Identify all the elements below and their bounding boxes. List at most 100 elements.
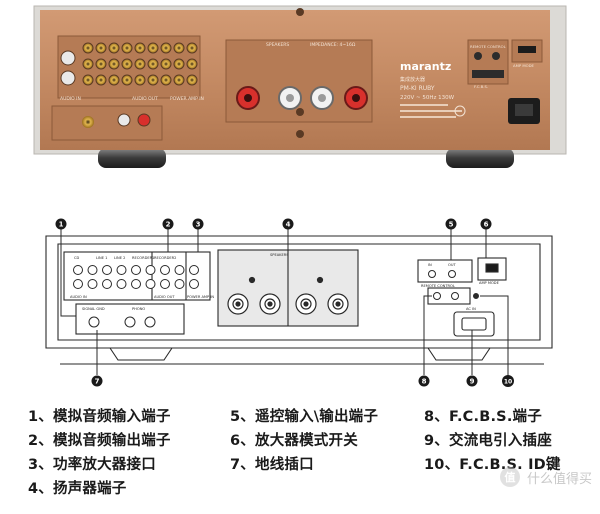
- power-amp-in-label: POWER AMP IN: [187, 295, 214, 299]
- fcbs-jack-a: [433, 292, 441, 300]
- callout-numbers: 1 2 3 4 5 6 7 8 9 10: [59, 221, 513, 386]
- rca-jack: [160, 279, 170, 289]
- diagram-panel-text: CD LINE 1 LINE 2 RECORDER1 RECORDER2 AUD…: [70, 253, 500, 311]
- callout-7: [91, 375, 103, 387]
- right-foot: [446, 148, 514, 168]
- out-label: OUT: [448, 263, 456, 267]
- legend-item-3: 3、功率放大器接口: [28, 457, 156, 473]
- callout-6: [480, 218, 492, 230]
- rca-jack: [73, 279, 83, 289]
- photo-audio-in-label: AUDIO IN: [60, 96, 81, 102]
- legend-item-2: 2、模拟音频输出端子: [28, 433, 171, 449]
- rear-panel-photo: AUDIO IN AUDIO OUT POWER AMP IN SPEAKERS…: [33, 5, 567, 168]
- photo-audio-out-label: AUDIO OUT: [132, 96, 158, 102]
- speaker-terminals-diagram: [227, 276, 349, 315]
- callout-1-text: 1: [59, 221, 64, 229]
- callout-badges: [55, 218, 514, 387]
- power-rating: 220V ~ 50Hz 130W: [400, 95, 455, 101]
- diagram-small-terminals: [88, 270, 479, 328]
- rca-jack: [189, 279, 199, 289]
- rca-jack: [108, 58, 120, 70]
- remote-in-jack: [428, 270, 436, 278]
- cd-label: CD: [74, 256, 80, 260]
- legend-item-7: 7、地线插口: [230, 457, 314, 473]
- rca-jack: [173, 58, 185, 70]
- line1-label: LINE 1: [96, 256, 107, 260]
- svg-text:值: 值: [504, 470, 515, 484]
- model-name: PM-KI RUBY: [400, 85, 435, 92]
- callout-2: [162, 218, 174, 230]
- callout-10-text: 10: [504, 379, 512, 386]
- phono-jack-left: [124, 316, 136, 328]
- recorder2-label: RECORDER2: [154, 256, 176, 260]
- rca-jack: [121, 58, 133, 70]
- rca-jack: [95, 74, 107, 86]
- left-foot: [98, 148, 166, 168]
- callout-8-text: 8: [422, 378, 427, 386]
- callout-7-text: 7: [95, 378, 100, 386]
- product-type: 集成放大器: [400, 76, 425, 83]
- legend-item-4: 4、扬声器端子: [28, 481, 127, 497]
- photo-amp-mode-label: AMP MODE: [513, 63, 535, 68]
- callout-6-text: 6: [484, 221, 489, 229]
- callout-leader-lines: [60, 229, 509, 375]
- rca-jack: [87, 265, 98, 275]
- rca-jack: [160, 42, 172, 54]
- rca-jack: [73, 265, 83, 275]
- callout-9: [466, 375, 478, 387]
- callout-5-text: 5: [449, 221, 454, 229]
- rca-jack: [160, 74, 172, 86]
- callout-3: [192, 218, 204, 230]
- rca-jack: [134, 74, 146, 86]
- brand-plate: marantz 集成放大器 PM-KI RUBY 220V ~ 50Hz 130…: [400, 60, 466, 118]
- rca-jack: [134, 42, 146, 54]
- photo-power-amp-in-label: POWER AMP IN: [170, 96, 204, 102]
- rca-jack: [147, 42, 159, 54]
- signal-gnd-label: SIGNAL GND: [82, 307, 105, 311]
- rca-jack: [174, 265, 185, 275]
- rca-jack: [82, 74, 94, 86]
- rca-input-jacks: [82, 42, 198, 86]
- rca-jack: [173, 42, 185, 54]
- callout-10: [502, 375, 514, 387]
- rca-jack: [189, 265, 199, 275]
- rca-jack: [186, 58, 198, 70]
- rca-jack: [186, 42, 198, 54]
- line2-label: LINE 2: [114, 256, 125, 260]
- speakers-label: SPEAKERS: [270, 253, 289, 257]
- legend-item-5: 5、遥控输入\输出端子: [230, 409, 379, 425]
- fcbs-id-button: [473, 293, 479, 299]
- rca-jack: [121, 74, 133, 86]
- audio-out-label: AUDIO OUT: [154, 295, 175, 299]
- audio-in-label: AUDIO IN: [70, 295, 87, 299]
- recorder1-label: RECORDER1: [132, 256, 154, 260]
- rca-jack: [108, 74, 120, 86]
- callout-4: [282, 218, 294, 230]
- rca-jack: [102, 265, 112, 275]
- callout-3-text: 3: [196, 221, 201, 229]
- phono-jack-right: [144, 316, 156, 328]
- legend-item-8: 8、F.C.B.S.端子: [424, 409, 542, 425]
- speaker-terminals-photo: [236, 86, 368, 110]
- callout-8: [418, 375, 430, 387]
- rca-jack: [174, 279, 185, 289]
- rca-jack: [108, 42, 120, 54]
- rca-jack: [82, 58, 94, 70]
- ac-in-label: AC IN: [466, 307, 476, 311]
- photo-impedance-label: IMPEDANCE: 4~16Ω: [310, 42, 356, 48]
- diagram-rca-jacks: [73, 265, 199, 289]
- rca-jack: [147, 58, 159, 70]
- legend-item-6: 6、放大器模式开关: [230, 433, 358, 449]
- photo-remote-control-label: REMOTE CONTROL: [470, 44, 507, 49]
- rca-jack: [145, 279, 156, 289]
- fcbs-jack-b: [451, 292, 459, 300]
- rca-jack: [95, 42, 107, 54]
- watermark-text: 什么值得买: [526, 471, 592, 487]
- callout-2-text: 2: [166, 221, 171, 229]
- rca-jack: [95, 58, 107, 70]
- rca-jack: [116, 279, 127, 289]
- rca-jack: [186, 74, 198, 86]
- rca-jack: [121, 42, 133, 54]
- watermark: 值 什么值得买: [499, 466, 592, 488]
- photo-speakers-label: SPEAKERS: [266, 42, 289, 48]
